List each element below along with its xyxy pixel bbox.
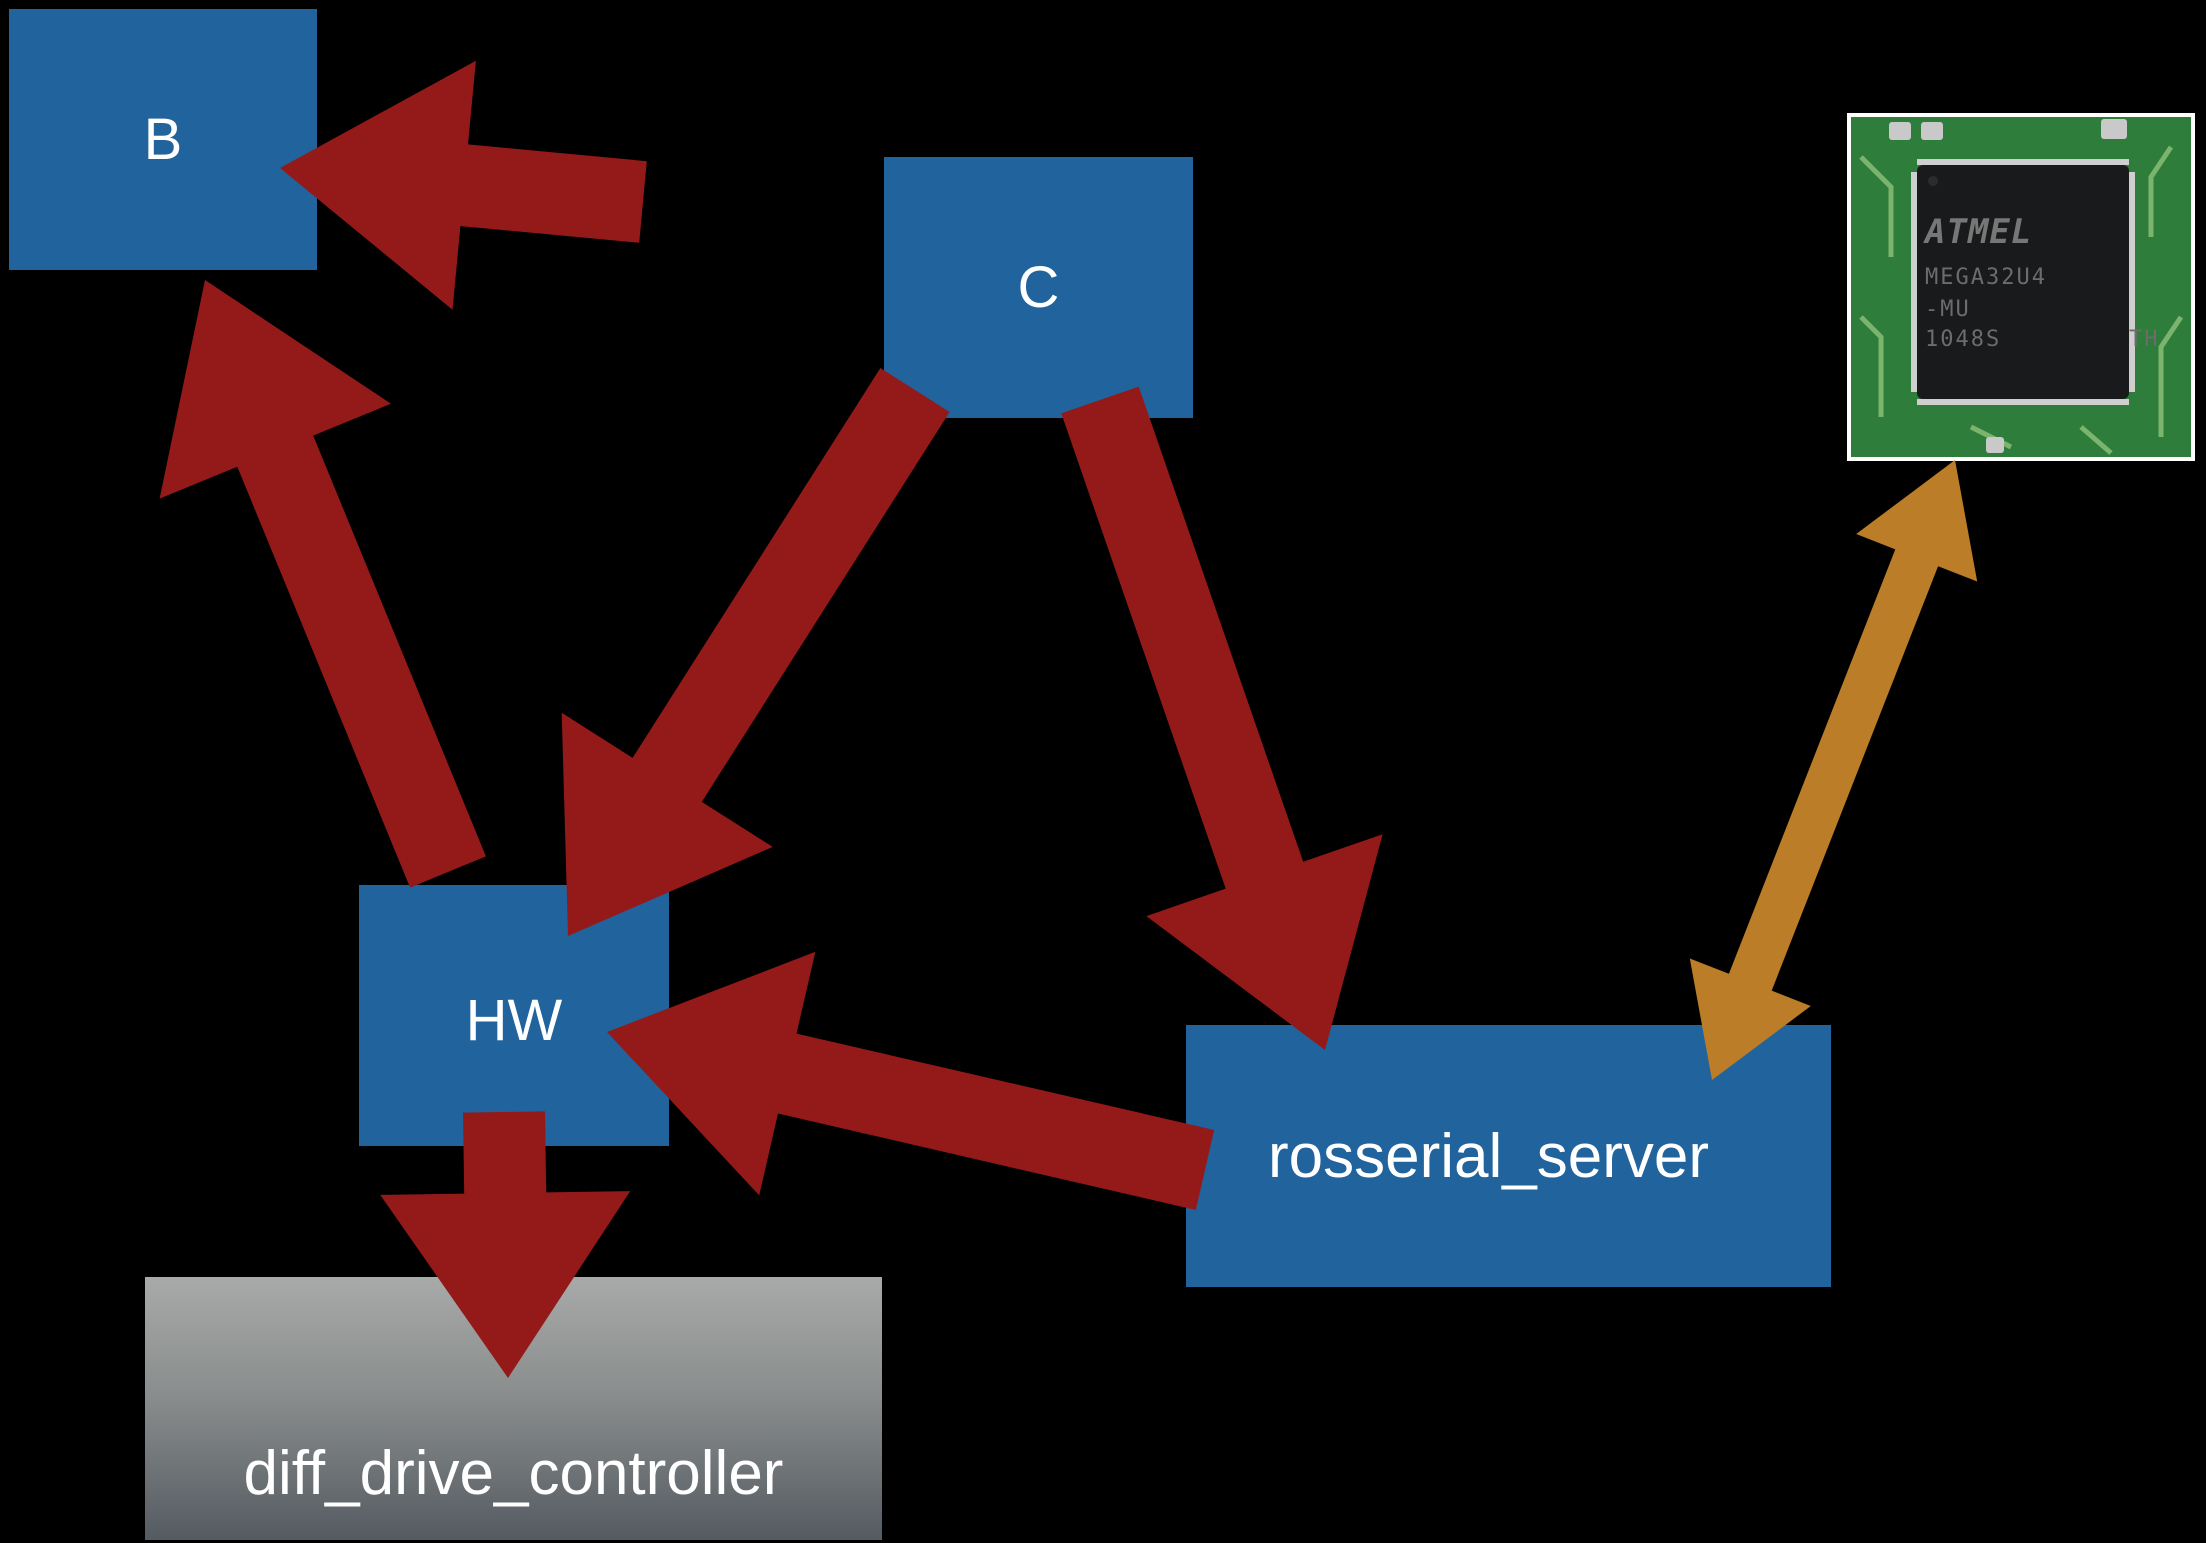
node-rosserial-server[interactable]: rosserial_server — [1186, 1025, 1831, 1287]
chip-date-marking: 1048S — [1925, 327, 2002, 352]
node-diff-drive-controller[interactable]: diff_drive_controller — [145, 1277, 882, 1540]
arrow-hw-to-b — [159, 280, 486, 888]
arrow-c-to-hw — [561, 368, 950, 936]
arrow-rosserial-to-hw — [607, 951, 1215, 1210]
arrow-rosserial-to-chip — [1689, 460, 1978, 1080]
microcontroller-chip-image[interactable]: ATMEL MEGA32U4 -MU 1048S TH — [1847, 113, 2195, 461]
node-hw-label: HW — [465, 988, 563, 1053]
chip-brand-marking: ATMEL — [1925, 212, 2033, 252]
node-hw[interactable]: HW — [359, 885, 669, 1146]
node-b-label: B — [143, 107, 183, 172]
arrow-c-to-rosserial — [1061, 386, 1383, 1051]
chip-date-code-marking: TH — [2129, 327, 2160, 352]
arrow-c-to-b — [280, 60, 647, 310]
node-c-label: C — [1017, 255, 1060, 320]
chip-model-marking: MEGA32U4 — [1925, 265, 2047, 290]
node-b[interactable]: B — [9, 9, 317, 270]
chip-board-graphic — [1851, 117, 2191, 457]
node-rosserial-server-label: rosserial_server — [1267, 1121, 1710, 1191]
node-c[interactable]: C — [884, 157, 1193, 418]
node-diff-drive-controller-label: diff_drive_controller — [243, 1439, 784, 1508]
chip-suffix-marking: -MU — [1925, 297, 1971, 322]
